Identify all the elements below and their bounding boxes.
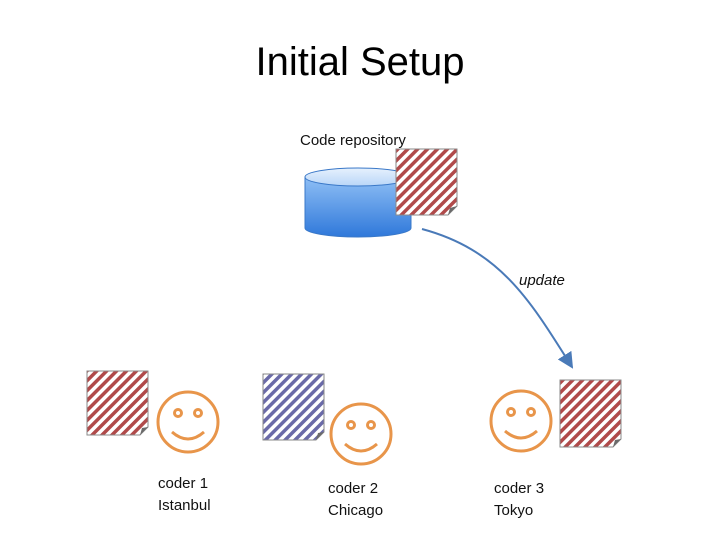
coder-2-name: coder 2 xyxy=(328,480,379,497)
coder-3-city: Tokyo xyxy=(494,502,534,519)
coder-2-smiley-icon xyxy=(329,402,393,466)
coder-3-smiley-icon xyxy=(489,389,553,453)
coder-1-label: coder 1 Istanbul xyxy=(158,473,211,517)
coder-1-document-icon xyxy=(86,370,149,436)
coder-2-city: Chicago xyxy=(328,502,384,519)
update-arrow xyxy=(421,228,574,369)
coder-3-document-icon xyxy=(559,379,622,448)
coder-2-document-icon xyxy=(262,373,325,441)
coder-1-name: coder 1 xyxy=(158,475,209,492)
update-label: update xyxy=(519,272,565,289)
coder-2-label: coder 2 Chicago xyxy=(328,478,383,522)
coder-3-label: coder 3 Tokyo xyxy=(494,478,544,522)
slide-title: Initial Setup xyxy=(255,40,465,84)
database-icon xyxy=(304,167,412,238)
coder-3-name: coder 3 xyxy=(494,480,545,497)
repository-document-icon xyxy=(395,148,458,216)
coder-1-smiley-icon xyxy=(156,390,220,454)
repository-label: Code repository xyxy=(300,132,406,149)
coder-1-city: Istanbul xyxy=(158,497,211,514)
